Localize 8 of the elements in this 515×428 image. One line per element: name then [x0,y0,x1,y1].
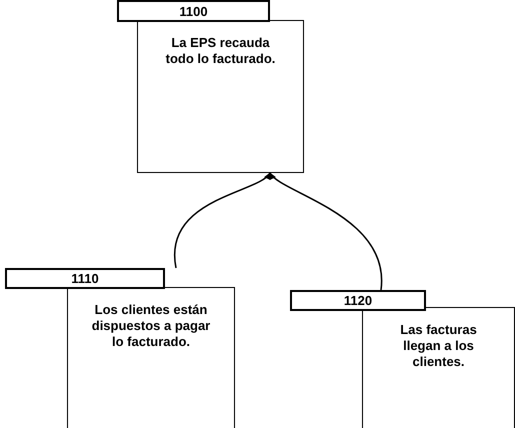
node-number-tab: 1100 [117,0,270,22]
node-text: Las facturas llegan a los clientes. [399,322,478,370]
node-text: La EPS recauda todo lo facturado. [164,35,276,67]
node-text: Los clientes están dispuestos a pagar lo facturado. [91,302,211,350]
arrow [269,172,382,290]
node-number-tab: 1110 [5,268,165,289]
arrow [174,172,271,268]
node-number-tab: 1120 [290,290,426,311]
